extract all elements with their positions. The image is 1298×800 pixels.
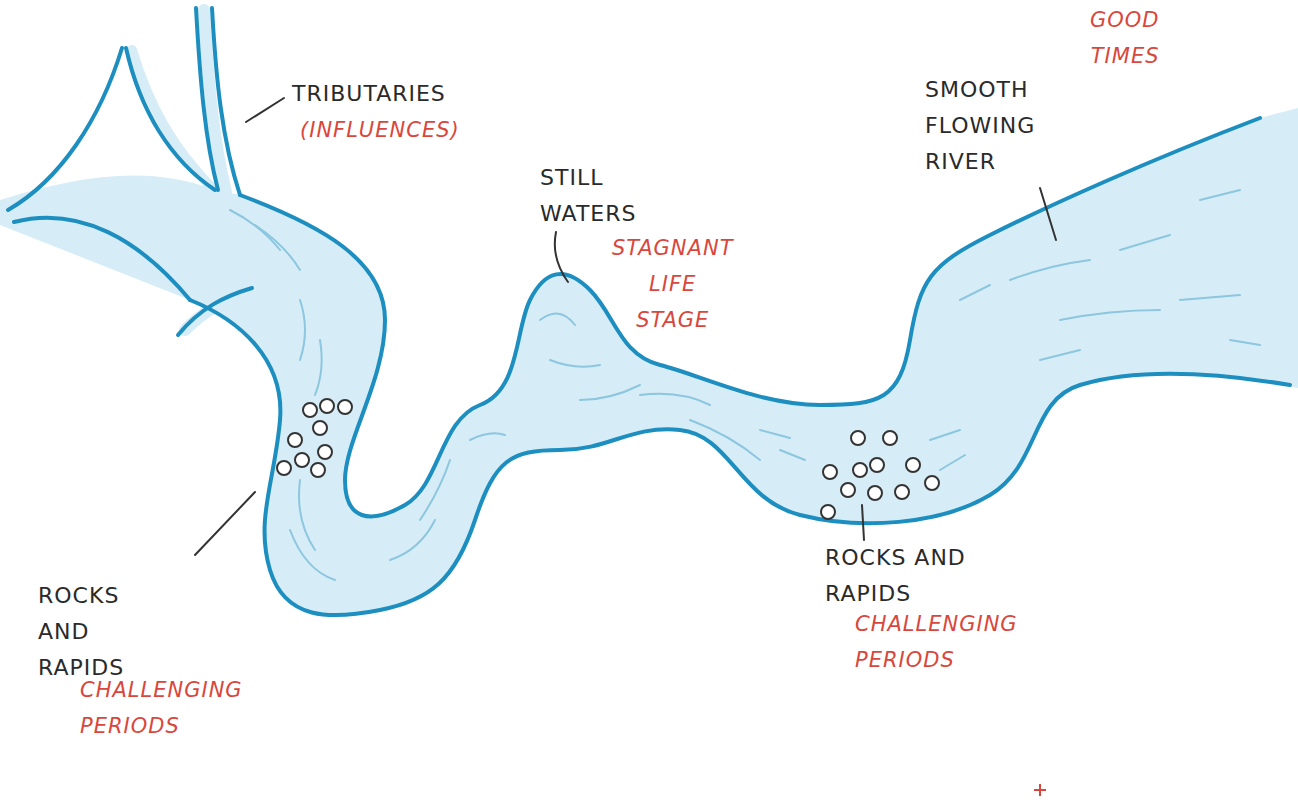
leader-line [862, 505, 864, 540]
meaning-label: GOOD TIMES [1090, 2, 1160, 74]
meaning-label: STAGNANT LIFE STAGE [612, 230, 733, 338]
river-bank [240, 118, 1260, 516]
meaning-label: (INFLUENCES) [300, 112, 460, 148]
tributary-bank [212, 8, 240, 195]
meaning-label: CHALLENGING PERIODS [855, 606, 1018, 678]
tributary-bank [178, 288, 252, 335]
river-water [0, 108, 1298, 800]
meaning-label: CHALLENGING PERIODS [80, 672, 243, 744]
tributary-bank [14, 218, 190, 300]
river-bank [190, 300, 1290, 615]
feature-label: ROCKS AND RAPIDS [38, 578, 124, 686]
rocks [277, 399, 939, 519]
leader-line [246, 98, 284, 122]
feature-label: SMOOTH FLOWING RIVER [925, 72, 1035, 180]
leader-line [1040, 188, 1056, 240]
land [0, 225, 1298, 800]
feature-label: ROCKS AND RAPIDS [825, 540, 1015, 612]
feature-label: TRIBUTARIES [292, 76, 446, 112]
flow-strokes [230, 190, 1260, 580]
leader-line [555, 232, 568, 282]
leader-line [195, 492, 255, 555]
feature-label: STILL WATERS [540, 160, 636, 232]
tributary-bank [8, 48, 122, 210]
red-mark [1034, 784, 1046, 796]
